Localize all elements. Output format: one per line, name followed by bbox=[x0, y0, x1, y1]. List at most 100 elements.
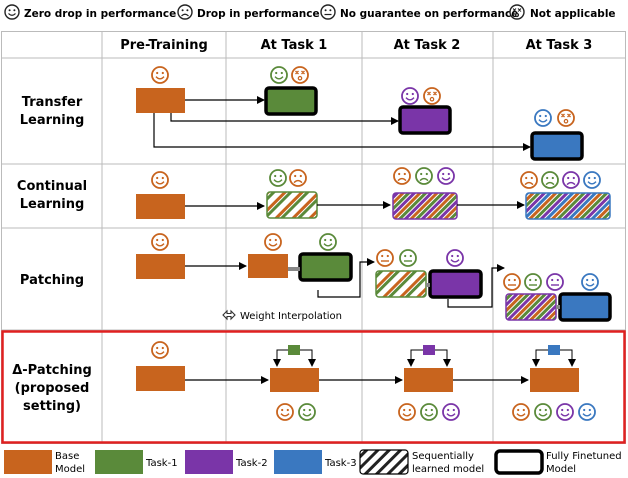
neutral-face-icon bbox=[503, 273, 521, 291]
smile-face-icon bbox=[151, 341, 169, 359]
row-delta-line2: (proposed bbox=[15, 381, 90, 396]
neutral-face-icon bbox=[399, 249, 417, 267]
smile-face-icon bbox=[578, 403, 596, 421]
task2-patch bbox=[423, 345, 435, 355]
row-continual-line1: Continual bbox=[17, 179, 87, 194]
neutral-icon bbox=[320, 4, 336, 20]
col-pretraining: Pre-Training bbox=[120, 38, 208, 53]
smile-face-icon bbox=[401, 87, 419, 105]
legend-bottom: Base Model Task-1 Task-2 Task-3 Sequenti… bbox=[4, 449, 622, 475]
legend-task1-label: Task-1 bbox=[145, 458, 178, 469]
smile-face-icon bbox=[437, 167, 455, 185]
task1-finetuned-block bbox=[298, 252, 353, 282]
col-task3: At Task 3 bbox=[526, 38, 593, 53]
dizzy-face-icon bbox=[291, 66, 309, 84]
row-patching: Patching bbox=[20, 273, 84, 288]
frown-face-icon bbox=[541, 171, 559, 189]
arrow bbox=[560, 349, 576, 367]
neutral-face-icon bbox=[546, 273, 564, 291]
delta-patching-row bbox=[1, 330, 626, 444]
task3-finetuned-block bbox=[530, 131, 584, 161]
base-model-block bbox=[136, 88, 185, 113]
delta-task2-block bbox=[404, 368, 453, 392]
neutral-face-icon bbox=[524, 273, 542, 291]
smile-face-icon bbox=[151, 171, 169, 189]
row-transfer-line1: Transfer bbox=[22, 95, 83, 110]
arrow bbox=[407, 349, 423, 367]
frown-face-icon bbox=[393, 167, 411, 185]
dizzy-face-icon bbox=[423, 87, 441, 105]
legend-finetuned-line1: Fully Finetuned bbox=[546, 451, 622, 462]
legend-task3-label: Task-3 bbox=[324, 458, 357, 469]
arrow bbox=[435, 349, 451, 367]
row-delta-line1: Δ-Patching bbox=[12, 363, 92, 378]
patched-task2-block bbox=[375, 270, 427, 298]
arrow bbox=[317, 258, 375, 298]
delta-task3-block bbox=[530, 368, 579, 392]
smile-face-icon bbox=[319, 233, 337, 251]
continual-row bbox=[136, 191, 611, 220]
smile-face-icon bbox=[583, 171, 601, 189]
sequential-task1-block bbox=[266, 191, 318, 219]
proposed-highlight-box bbox=[1, 330, 626, 444]
arrow bbox=[153, 113, 531, 151]
legend-base-line2: Model bbox=[55, 464, 85, 475]
performance-faces bbox=[151, 66, 601, 421]
smile-icon bbox=[4, 4, 20, 20]
smile-face-icon bbox=[151, 66, 169, 84]
legend-sequential-swatch bbox=[359, 449, 409, 475]
arrow bbox=[532, 349, 548, 367]
col-task1: At Task 1 bbox=[261, 38, 328, 53]
arrow bbox=[273, 349, 288, 367]
dizzy-icon bbox=[509, 4, 525, 20]
frown-face-icon bbox=[562, 171, 580, 189]
frown-icon bbox=[177, 4, 193, 20]
row-continual-line2: Learning bbox=[20, 197, 85, 212]
legend-neutral-label: No guarantee on performance bbox=[340, 8, 518, 20]
frown-face-icon bbox=[520, 171, 538, 189]
smile-face-icon bbox=[420, 403, 438, 421]
task1-patch bbox=[288, 345, 300, 355]
smile-face-icon bbox=[398, 403, 416, 421]
legend-base-swatch bbox=[4, 450, 52, 474]
task2-finetuned-block bbox=[428, 269, 483, 299]
task3-patch bbox=[548, 345, 560, 355]
smile-face-icon bbox=[534, 403, 552, 421]
legend-task1-swatch bbox=[95, 450, 143, 474]
smile-face-icon bbox=[556, 403, 574, 421]
legend-finetuned-line2: Model bbox=[546, 464, 576, 475]
legend-task2-swatch bbox=[185, 450, 233, 474]
sequential-task2-block bbox=[392, 192, 458, 220]
patched-task3-block bbox=[505, 293, 557, 321]
patched-task1-block bbox=[248, 254, 288, 278]
arrow bbox=[447, 264, 505, 308]
smile-face-icon bbox=[270, 66, 288, 84]
base-model-block bbox=[136, 254, 185, 279]
task1-finetuned-block bbox=[264, 86, 318, 116]
smile-face-icon bbox=[446, 249, 464, 267]
transfer-row bbox=[136, 86, 584, 161]
legend-sequential-line2: learned model bbox=[412, 464, 484, 475]
frown-face-icon bbox=[415, 167, 433, 185]
col-task2: At Task 2 bbox=[394, 38, 461, 53]
sequential-task3-block bbox=[525, 192, 611, 220]
task3-finetuned-block bbox=[558, 292, 612, 322]
base-model-block bbox=[136, 194, 185, 219]
legend-top: Zero drop in performance Drop in perform… bbox=[4, 4, 616, 20]
smile-face-icon bbox=[269, 169, 287, 187]
frown-face-icon bbox=[289, 169, 307, 187]
arrow bbox=[170, 113, 399, 125]
delta-task1-block bbox=[270, 368, 319, 392]
legend-dizzy-label: Not applicable bbox=[530, 8, 616, 20]
legend-task2-label: Task-2 bbox=[235, 458, 268, 469]
legend-frown-label: Drop in performance bbox=[197, 8, 320, 20]
smile-face-icon bbox=[512, 403, 530, 421]
smile-face-icon bbox=[151, 233, 169, 251]
weight-interpolation-label: Weight Interpolation bbox=[240, 311, 342, 322]
legend-finetuned-swatch bbox=[494, 449, 544, 475]
smile-face-icon bbox=[534, 109, 552, 127]
legend-base-line1: Base bbox=[55, 451, 79, 462]
smile-face-icon bbox=[276, 403, 294, 421]
smile-face-icon bbox=[264, 233, 282, 251]
